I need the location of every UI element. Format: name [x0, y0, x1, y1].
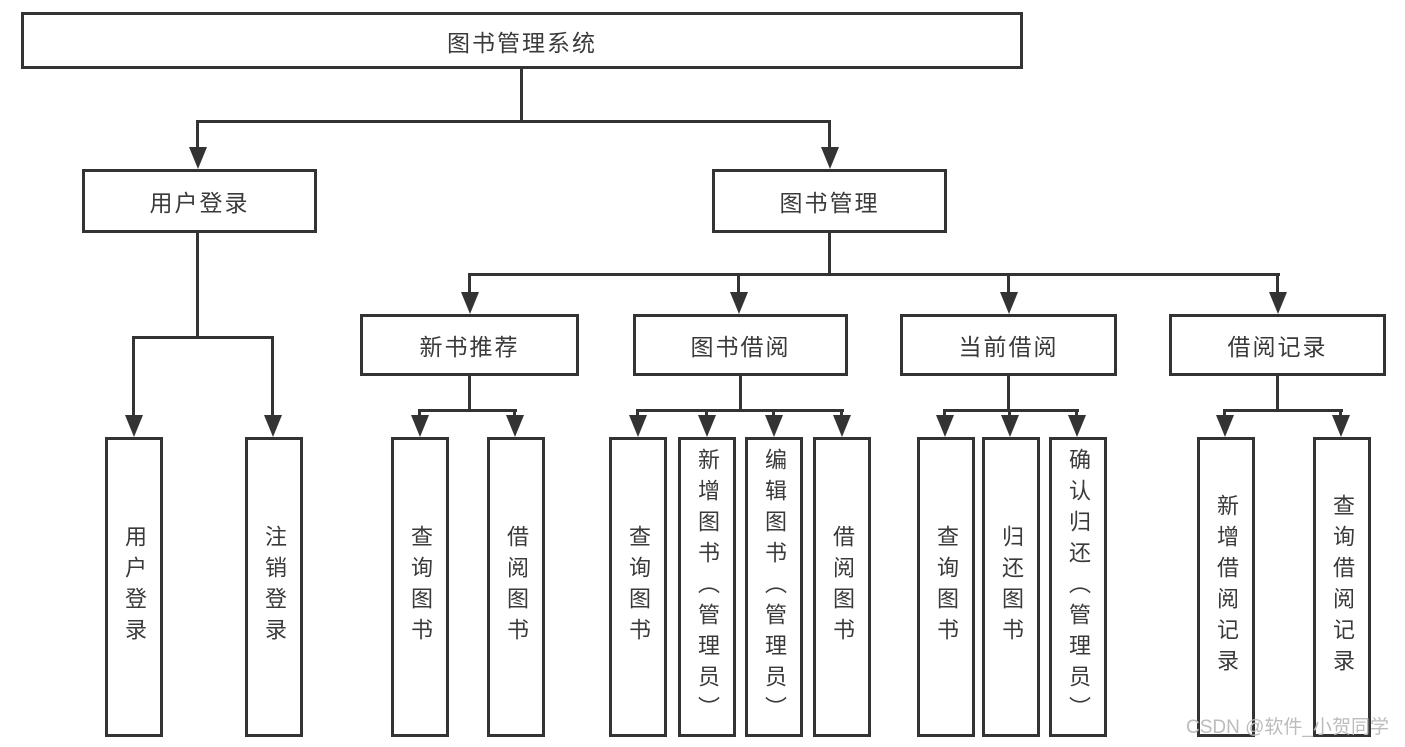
connector-drop-leaf — [772, 409, 775, 419]
node-book-borrow: 图书借阅 — [633, 314, 848, 376]
leaf-add-books-admin-label: 新增图书（管理员） — [695, 447, 720, 727]
connector-records-stem — [1276, 376, 1279, 411]
connector-drop-book-mgmt — [828, 120, 831, 150]
connector-drop-leaf-login — [132, 336, 135, 418]
connector-current-branch — [943, 409, 1079, 412]
connector-drop-leaf — [1008, 409, 1011, 419]
arrow-down-icon — [411, 415, 429, 437]
leaf-logout-label: 注销登录 — [262, 525, 287, 649]
leaf-user-login-label: 用户登录 — [122, 525, 147, 649]
connector-drop-leaf — [636, 409, 639, 419]
arrow-down-icon — [1216, 415, 1234, 437]
node-book-management-module: 图书管理 — [712, 169, 947, 233]
arrow-down-icon — [730, 292, 748, 314]
arrow-down-icon — [264, 415, 282, 437]
connector-drop-leaf — [418, 409, 421, 419]
leaf-confirm-return-admin: 确认归还（管理员） — [1049, 437, 1107, 737]
connector-drop-leaf — [513, 409, 516, 419]
connector-recommend-stem — [468, 376, 471, 411]
leaf-recommend-borrow-books: 借阅图书 — [487, 437, 545, 737]
arrow-down-icon — [833, 415, 851, 437]
connector-drop-borrow — [737, 273, 740, 295]
node-current-borrow: 当前借阅 — [900, 314, 1117, 376]
leaf-query-borrow-record: 查询借阅记录 — [1313, 437, 1371, 737]
arrow-down-icon — [1000, 292, 1018, 314]
connector-drop-leaf-logout — [271, 336, 274, 418]
connector-drop-current — [1007, 273, 1010, 295]
arrow-down-icon — [461, 292, 479, 314]
leaf-query-borrow-record-label: 查询借阅记录 — [1330, 494, 1355, 680]
connector-level1-branch — [197, 120, 831, 123]
node-user-login-module-label: 用户登录 — [149, 190, 250, 216]
node-new-book-recommend-label: 新书推荐 — [419, 334, 520, 360]
connector-records-branch — [1223, 409, 1343, 412]
connector-level2-branch — [468, 273, 1280, 276]
node-root-system-label: 图书管理系统 — [447, 29, 597, 56]
connector-root-stem — [520, 69, 523, 120]
node-borrow-records-label: 借阅记录 — [1227, 334, 1328, 360]
connector-drop-leaf — [705, 409, 708, 419]
node-current-borrow-label: 当前借阅 — [958, 334, 1059, 360]
arrow-down-icon — [765, 415, 783, 437]
node-borrow-records: 借阅记录 — [1169, 314, 1386, 376]
node-root-system: 图书管理系统 — [21, 12, 1023, 69]
leaf-confirm-return-admin-label: 确认归还（管理员） — [1066, 447, 1091, 727]
leaf-borrow-query-books-label: 查询图书 — [626, 525, 651, 649]
connector-drop-leaf — [943, 409, 946, 419]
leaf-borrow-books-label: 借阅图书 — [830, 525, 855, 649]
connector-drop-leaf — [1339, 409, 1342, 419]
node-new-book-recommend: 新书推荐 — [360, 314, 579, 376]
leaf-add-books-admin: 新增图书（管理员） — [678, 437, 736, 737]
arrow-down-icon — [1269, 292, 1287, 314]
connector-drop-leaf — [840, 409, 843, 419]
leaf-return-books: 归还图书 — [982, 437, 1040, 737]
leaf-logout: 注销登录 — [245, 437, 303, 737]
leaf-user-login: 用户登录 — [105, 437, 163, 737]
connector-drop-records — [1276, 273, 1279, 295]
connector-drop-leaf — [1075, 409, 1078, 419]
arrow-down-icon — [936, 415, 954, 437]
connector-borrow-branch — [636, 409, 844, 412]
connector-drop-user-login — [196, 120, 199, 150]
arrow-down-icon — [506, 415, 524, 437]
leaf-recommend-query-books-label: 查询图书 — [408, 525, 433, 649]
node-book-borrow-label: 图书借阅 — [690, 334, 791, 360]
leaf-return-books-label: 归还图书 — [999, 525, 1024, 649]
leaf-recommend-query-books: 查询图书 — [391, 437, 449, 737]
arrow-down-icon — [189, 147, 207, 169]
csdn-watermark: CSDN @软件_小贺同学 — [1186, 717, 1389, 738]
connector-drop-recommend — [468, 273, 471, 295]
connector-borrow-stem — [739, 376, 742, 411]
arrow-down-icon — [1068, 415, 1086, 437]
arrow-down-icon — [821, 147, 839, 169]
leaf-recommend-borrow-books-label: 借阅图书 — [504, 525, 529, 649]
leaf-borrow-query-books: 查询图书 — [609, 437, 667, 737]
node-user-login-module: 用户登录 — [82, 169, 317, 233]
connector-login-branch — [132, 336, 274, 339]
connector-current-stem — [1007, 376, 1010, 411]
leaf-edit-books-admin-label: 编辑图书（管理员） — [762, 447, 787, 727]
arrow-down-icon — [125, 415, 143, 437]
leaf-add-borrow-record-label: 新增借阅记录 — [1214, 494, 1239, 680]
leaf-add-borrow-record: 新增借阅记录 — [1197, 437, 1255, 737]
connector-bookmgmt-stem — [828, 233, 831, 275]
arrow-down-icon — [629, 415, 647, 437]
leaf-current-query-books-label: 查询图书 — [934, 525, 959, 649]
leaf-borrow-books: 借阅图书 — [813, 437, 871, 737]
arrow-down-icon — [1332, 415, 1350, 437]
leaf-current-query-books: 查询图书 — [917, 437, 975, 737]
arrow-down-icon — [698, 415, 716, 437]
node-book-management-module-label: 图书管理 — [779, 190, 880, 216]
arrow-down-icon — [1001, 415, 1019, 437]
connector-recommend-branch — [418, 409, 517, 412]
connector-drop-leaf — [1223, 409, 1226, 419]
connector-login-stem — [196, 233, 199, 336]
leaf-edit-books-admin: 编辑图书（管理员） — [745, 437, 803, 737]
